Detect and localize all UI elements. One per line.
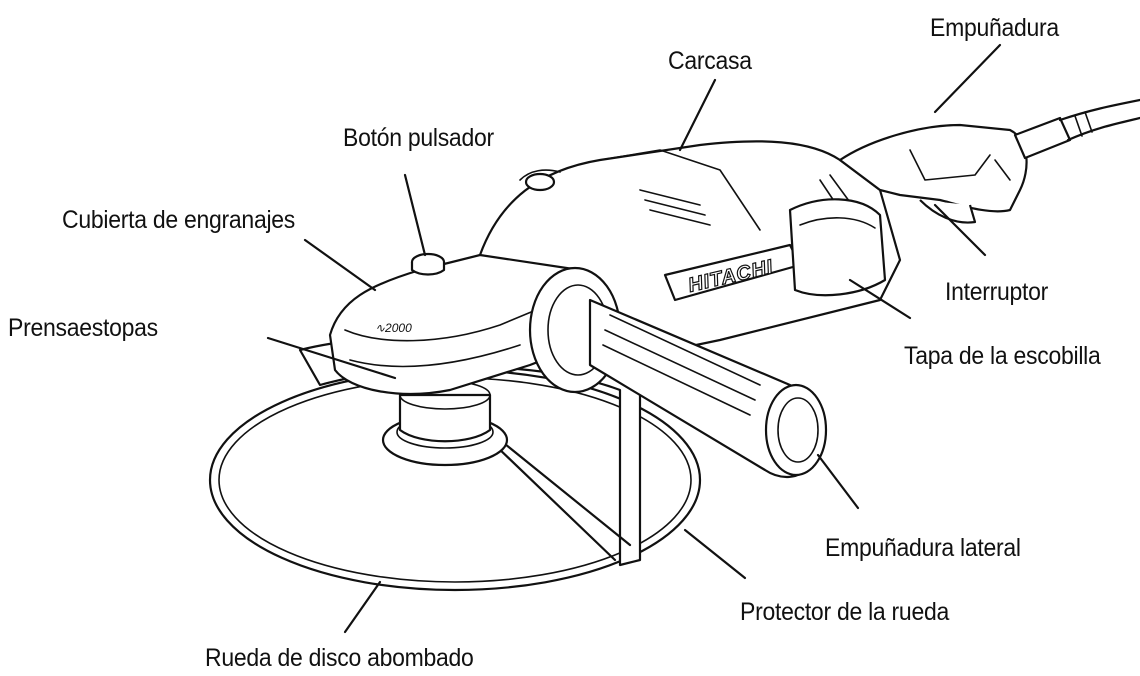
leader-boton <box>403 173 427 257</box>
brush-cap <box>788 198 887 297</box>
label-empunadura-lateral: Empuñadura lateral <box>825 534 1021 562</box>
leader-prensaestopas <box>266 336 397 380</box>
label-interruptor: Interruptor <box>945 278 1049 306</box>
label-empunadura: Empuñadura <box>930 14 1059 42</box>
leader-lines <box>266 43 1002 634</box>
leader-tapa <box>848 278 912 320</box>
leader-carcasa <box>678 78 717 152</box>
leader-protector <box>683 528 747 580</box>
push-button <box>410 252 446 276</box>
label-prensaestopas: Prensaestopas <box>8 314 158 342</box>
label-carcasa: Carcasa <box>668 47 752 75</box>
svg-text:∿2000: ∿2000 <box>375 321 412 335</box>
leader-empunadura-lateral <box>816 453 860 510</box>
leader-cubierta <box>303 238 377 292</box>
leader-rueda <box>343 580 382 634</box>
label-tapa-escobilla: Tapa de la escobilla <box>904 342 1101 370</box>
label-boton-pulsador: Botón pulsador <box>343 124 494 152</box>
leader-empunadura <box>933 43 1002 114</box>
side-handle <box>528 266 828 478</box>
spindle-flange <box>381 380 509 467</box>
leader-interruptor <box>933 203 987 257</box>
gear-head: ∿2000 <box>328 248 602 396</box>
label-rueda-disco: Rueda de disco abombado <box>205 644 474 672</box>
label-protector-rueda: Protector de la rueda <box>740 598 950 626</box>
label-cubierta-engranajes: Cubierta de engranajes <box>62 206 296 234</box>
power-cord <box>1013 98 1140 160</box>
